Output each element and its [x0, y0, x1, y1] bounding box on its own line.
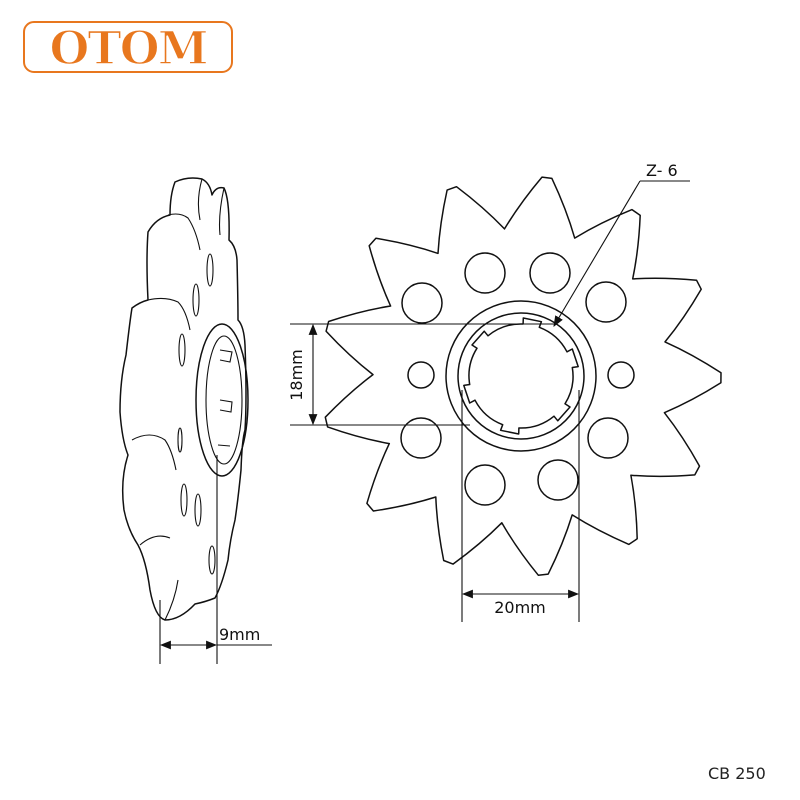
sprocket-side-view: [119, 177, 249, 621]
spline-width-dimension: 20mm: [461, 390, 580, 622]
spline-bore: [463, 317, 579, 435]
sprocket-front-view: [324, 176, 722, 576]
lightening-hole: [607, 361, 635, 389]
spline-height-label: 18mm: [287, 349, 306, 401]
hub-outer-ring: [445, 300, 597, 452]
spline-height-dimension: 18mm: [287, 323, 555, 426]
thickness-label: 9mm: [219, 625, 260, 644]
sprocket-outline: [324, 176, 722, 576]
model-label: CB 250: [708, 764, 766, 783]
lightening-hole: [587, 417, 629, 459]
spline-count-label: Z- 6: [646, 161, 678, 180]
logo-text: OTOM: [49, 21, 206, 75]
spline-count-callout: Z- 6: [553, 161, 690, 327]
lightening-hole: [464, 464, 506, 506]
thickness-dimension: 9mm: [159, 455, 272, 664]
lightening-hole: [585, 281, 627, 323]
lightening-hole: [529, 252, 571, 294]
lightening-hole: [400, 417, 442, 459]
otom-logo: OTOM: [23, 20, 233, 76]
lightening-hole: [401, 282, 443, 324]
lightening-hole: [407, 361, 435, 389]
hub-inner-ring: [457, 312, 585, 440]
lightening-hole: [464, 252, 506, 294]
lightening-hole: [537, 459, 579, 501]
spline-width-label: 20mm: [494, 598, 546, 617]
